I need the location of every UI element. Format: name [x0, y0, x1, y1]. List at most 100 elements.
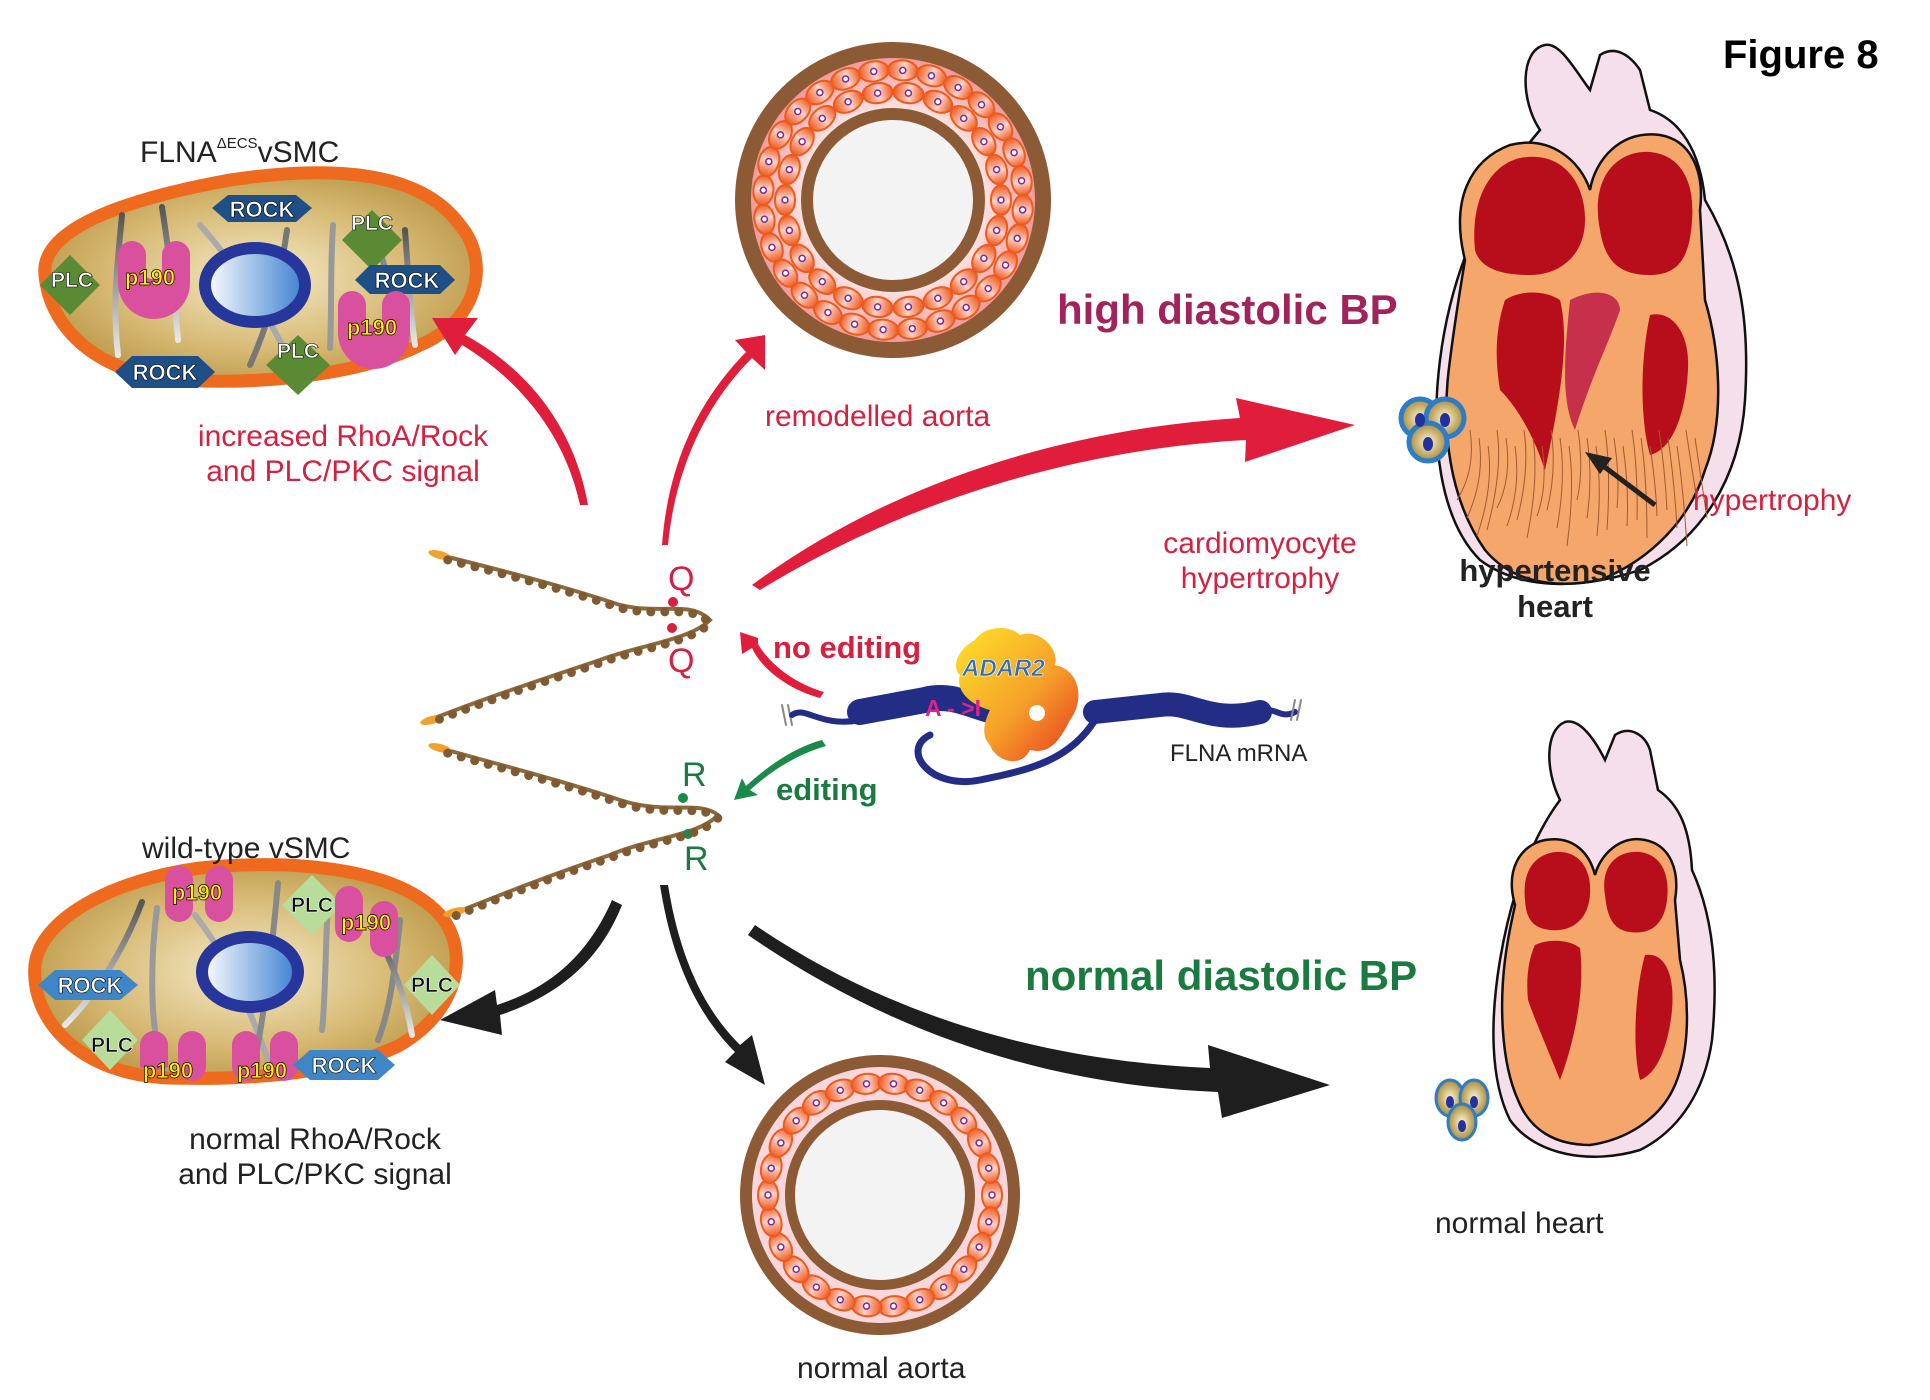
filamin-domain-bead	[553, 672, 563, 682]
filamin-domain-bead	[645, 804, 655, 814]
rock-protein: ROCK	[38, 970, 138, 1000]
mutant-vsmc-cell: ROCK PLC PLC p190 ROCK p190 ROCK PLC	[38, 166, 483, 395]
q-residue-bottom: Q	[668, 642, 695, 680]
smooth-muscle-nucleus	[939, 1099, 948, 1107]
nucleus	[199, 242, 311, 328]
normal-signal-line1: normal RhoA/Rock	[189, 1123, 441, 1156]
increased-signal-line1: increased RhoA/Rock	[197, 420, 489, 453]
filamin-domain-bead	[578, 591, 588, 601]
smooth-muscle-nucleus	[844, 294, 852, 302]
plc-protein: PLC	[282, 875, 342, 935]
hypertensive-heart-line2: heart	[1517, 588, 1593, 624]
filamin-domain-bead	[674, 607, 684, 617]
increased-signal-line2: and PLC/PKC signal	[206, 454, 480, 488]
filamin-domain-bead	[660, 639, 670, 649]
arrow-to-mutant-cell	[432, 318, 588, 505]
myocardium-striation	[1676, 445, 1688, 547]
smooth-muscle-nucleus	[975, 1139, 983, 1147]
smooth-muscle-nucleus	[873, 303, 882, 311]
myocardium-striation	[1576, 429, 1582, 501]
myocardium-striation	[1556, 437, 1563, 529]
arrow-to-wildtype-cell	[440, 900, 622, 1035]
smooth-muscle-nucleus	[798, 254, 806, 263]
flna-mrna-label: FLNA mRNA	[1170, 740, 1308, 767]
filamin-domain-bead	[582, 861, 592, 871]
smooth-muscle-nucleus	[879, 325, 887, 334]
smooth-muscle-nucleus	[988, 1191, 996, 1199]
smooth-muscle-nucleus	[984, 284, 992, 293]
filamin-domain-bead	[633, 646, 643, 656]
filamin-domain-bead	[510, 767, 520, 777]
smooth-muscle-nucleus	[1017, 176, 1026, 185]
smooth-muscle-nucleus	[812, 1099, 821, 1107]
cardiomyocyte-cluster-hypertensive	[1398, 396, 1467, 464]
smooth-muscle-nucleus	[997, 196, 1005, 204]
p190-protein: p190	[165, 866, 233, 922]
rock-protein: ROCK	[293, 1050, 395, 1080]
smooth-muscle-nucleus	[984, 1218, 993, 1226]
adar2-pocket	[1029, 705, 1045, 721]
smooth-muscle-nucleus	[889, 1302, 898, 1310]
arrow-to-normal-aorta	[660, 885, 765, 1085]
rock-protein: ROCK	[115, 356, 215, 388]
q-residue-top: Q	[668, 560, 695, 598]
filamin-domain-bead	[647, 643, 657, 653]
filamin-domain-bead	[483, 759, 493, 769]
filamin-domain-bead	[591, 595, 601, 605]
plc-protein: PLC	[342, 210, 402, 270]
filamin-domain-bead	[569, 865, 579, 875]
red-arrows	[432, 318, 1355, 698]
smooth-muscle-nucleus	[996, 123, 1005, 131]
normal-signal-line2: and PLC/PKC signal	[178, 1157, 452, 1191]
filamin-domain-bead	[646, 607, 656, 617]
myocardium-striation	[1506, 445, 1518, 527]
myocardium-striation	[1640, 437, 1648, 539]
smooth-muscle-nucleus	[984, 1164, 993, 1172]
smooth-muscle-nucleus	[767, 1164, 776, 1172]
filamin-dimer-unedited	[420, 550, 713, 725]
svg-text:p190: p190	[347, 315, 397, 340]
filamin-domain-bead	[497, 763, 507, 773]
arrow-to-normal-heart	[748, 925, 1330, 1118]
smooth-muscle-nucleus	[794, 107, 802, 116]
smooth-muscle-nucleus	[800, 291, 809, 299]
myocardium-striation	[1694, 437, 1708, 519]
adar2-enzyme	[955, 628, 1079, 762]
svg-text:p190: p190	[341, 910, 391, 935]
myocardium-striation	[1496, 437, 1509, 509]
smooth-muscle-nucleus	[836, 1086, 845, 1095]
smooth-muscle-nucleus	[816, 88, 824, 97]
svg-text:PLC: PLC	[351, 212, 393, 235]
adar2-label: ADAR2	[962, 655, 1045, 683]
remodelled-aorta	[735, 42, 1051, 358]
filamin-domain-bead	[464, 905, 474, 915]
smooth-muscle-nucleus	[904, 303, 913, 311]
p190-protein: p190	[118, 241, 190, 319]
smooth-muscle-nucleus	[980, 137, 988, 146]
svg-text:PLC: PLC	[291, 894, 333, 917]
filamin-domain-bead	[538, 580, 548, 590]
smooth-muscle-nucleus	[869, 67, 878, 76]
filamin-domain-bead	[456, 558, 466, 568]
arrow-to-remodelled-aorta	[662, 335, 765, 545]
myocardium-striation	[1486, 429, 1500, 531]
filamin-domain-bead	[556, 870, 566, 880]
filamin-domain-bead	[577, 786, 587, 796]
smooth-muscle-nucleus	[908, 324, 917, 333]
smooth-muscle-nucleus	[954, 83, 962, 92]
normal-heart-label: normal heart	[1435, 1207, 1604, 1240]
filamin-domain-bead	[461, 704, 471, 714]
filamin-domain-bead	[609, 852, 619, 862]
filamin-domain-bead	[580, 663, 590, 673]
filamin-domain-bead	[474, 699, 484, 709]
smooth-muscle-nucleus	[798, 137, 806, 146]
cardiomyocyte-hypertrophy-label: cardiomyocyte hypertrophy	[1130, 527, 1390, 596]
smooth-muscle-nucleus	[768, 243, 776, 252]
filamin-domain-bead	[540, 676, 550, 686]
p190-protein: p190	[335, 886, 398, 957]
editing-label: editing	[776, 772, 878, 807]
filamin-domain-bead	[511, 572, 521, 582]
hypertensive-heart	[1435, 43, 1748, 586]
smooth-muscle-nucleus	[862, 1302, 871, 1310]
cardiomyocyte-hypertrophy-line2: hypertrophy	[1180, 561, 1340, 595]
